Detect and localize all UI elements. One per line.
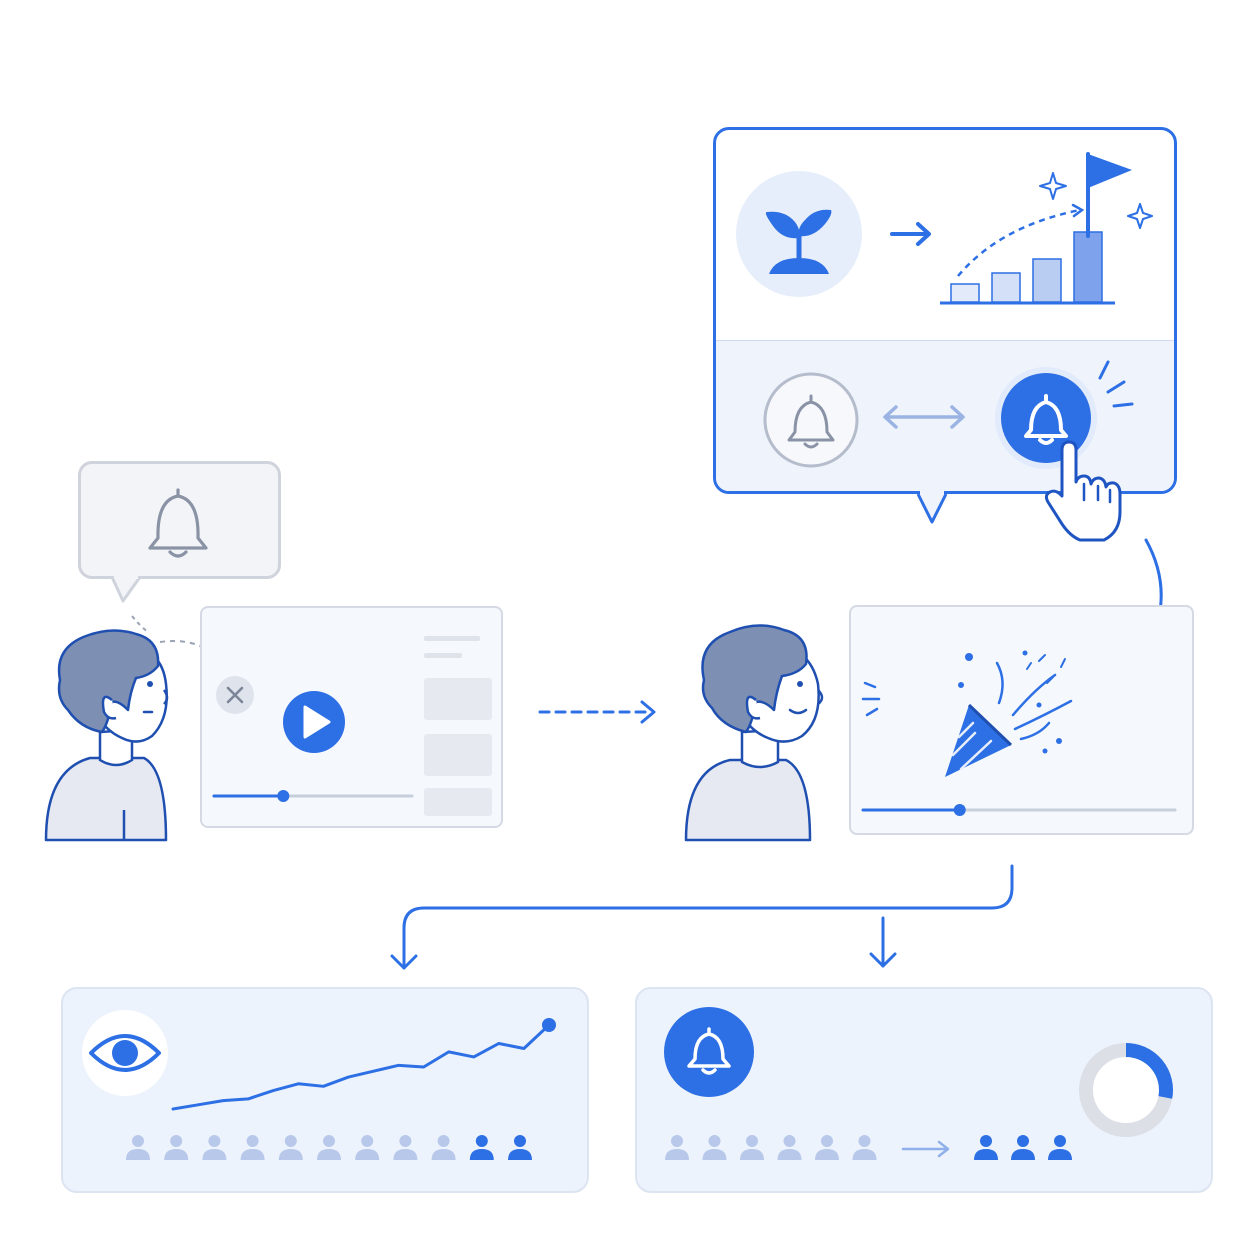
video-player-content: [212, 636, 492, 816]
person-icon: [815, 1135, 839, 1160]
close-icon: [226, 686, 244, 704]
person-icon: [164, 1135, 189, 1160]
donut-chart: [1079, 1043, 1173, 1137]
growth-bar: [991, 272, 1021, 303]
person-icon: [1048, 1135, 1072, 1160]
person-icon: [777, 1135, 802, 1160]
arrow-right-icon: [890, 222, 931, 246]
bell-active-button[interactable]: [994, 358, 1144, 469]
eye-icon: [89, 1034, 161, 1072]
views-trend-content: [82, 1010, 556, 1160]
celebration-content: [861, 650, 1177, 816]
party-popper-icon: [945, 703, 1013, 777]
sparkle-icon: [1127, 203, 1153, 229]
person-icon: [469, 1135, 494, 1160]
sparkle-icon: [1039, 172, 1067, 200]
play-icon: [303, 705, 331, 739]
bell-muted-button[interactable]: [763, 372, 863, 472]
celebration-card: [849, 605, 1194, 835]
growth-bar: [1032, 258, 1062, 303]
bell-icon: [787, 394, 835, 449]
flag-icon: [1086, 152, 1132, 238]
person-icon: [665, 1135, 689, 1160]
arrow-right-icon: [901, 1140, 950, 1158]
notification-bubble: [78, 461, 281, 579]
toggle-arrow-icon: [883, 405, 965, 429]
bell-icon: [687, 1027, 731, 1075]
bell-icon: [1024, 394, 1068, 445]
ring-lines: [1098, 360, 1134, 408]
person-icon: [278, 1135, 303, 1160]
person-icon: [240, 1135, 265, 1160]
person-icon: [202, 1135, 227, 1160]
person-icon: [431, 1135, 456, 1160]
person-icon: [393, 1135, 418, 1160]
viewer-person-neutral: [44, 629, 169, 842]
person-icon: [702, 1135, 727, 1160]
person-icon: [974, 1135, 998, 1160]
person-icon: [355, 1135, 380, 1160]
sprout-icon: [736, 171, 862, 297]
viewer-person-happy: [684, 624, 824, 842]
bell-icon: [148, 488, 208, 558]
person-icon: [852, 1135, 877, 1160]
person-icon: [508, 1135, 532, 1160]
growth-chart: [940, 152, 1153, 305]
subscriber-growth-content: [664, 1007, 1173, 1160]
person-icon: [126, 1135, 150, 1160]
person-icon: [1011, 1135, 1035, 1160]
person-icon: [317, 1135, 341, 1160]
person-icon: [740, 1135, 764, 1160]
flow-arrow-dashed: [538, 700, 656, 724]
pointer-hand-icon: [1044, 440, 1122, 542]
